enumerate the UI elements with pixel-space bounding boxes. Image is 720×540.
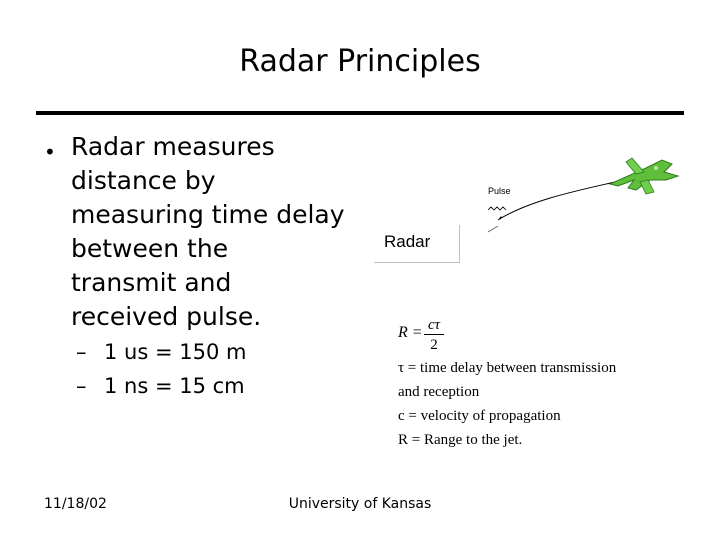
radar-diagram <box>487 157 680 233</box>
definition-line: R = Range to the jet. <box>398 432 523 448</box>
slide-title: Radar Principles <box>239 44 481 79</box>
bullet-marker: • <box>44 140 56 164</box>
sub-bullet-marker: – <box>76 374 87 398</box>
bullet-line: Radar measures <box>71 132 275 161</box>
main-bullet: Radar measures distance by measuring tim… <box>71 130 371 334</box>
radar-label: Radar <box>384 232 431 251</box>
footer-date: 11/18/02 <box>44 496 107 512</box>
sub-bullet: –1 ns = 15 cm <box>76 374 245 398</box>
definition-line: and reception <box>398 384 480 400</box>
sub-bullet-marker: – <box>76 340 87 364</box>
equation-denominator: 2 <box>430 337 438 353</box>
pulse-arrowhead <box>498 216 502 220</box>
definition-line: c = velocity of propagation <box>398 408 561 424</box>
equation-fraction: cτ 2 <box>424 316 444 355</box>
sub-bullet: –1 us = 150 m <box>76 340 246 364</box>
bullet-line: transmit and <box>71 268 232 297</box>
equation-definitions: τ = time delay between transmission and … <box>398 356 616 452</box>
equation-lhs: R = <box>398 324 423 341</box>
radar-antenna <box>487 225 499 233</box>
sub-bullet-text: 1 ns = 15 cm <box>104 374 245 398</box>
footer-organization: University of Kansas <box>288 496 432 512</box>
pulse-path <box>497 181 616 221</box>
bullet-line: between the <box>71 234 229 263</box>
sub-bullet-text: 1 us = 150 m <box>104 340 247 364</box>
title-divider <box>36 111 684 115</box>
radar-box <box>374 225 460 263</box>
equation-numerator: cτ <box>424 316 444 335</box>
bullet-line: received pulse. <box>71 302 262 331</box>
bullet-line: distance by <box>71 166 216 195</box>
definition-line: τ = time delay between transmission <box>398 360 617 376</box>
pulse-label: Pulse <box>488 186 511 196</box>
bullet-line: measuring time delay <box>71 200 345 229</box>
fighter-jet-icon <box>608 157 680 195</box>
pulse-wave <box>487 206 507 211</box>
